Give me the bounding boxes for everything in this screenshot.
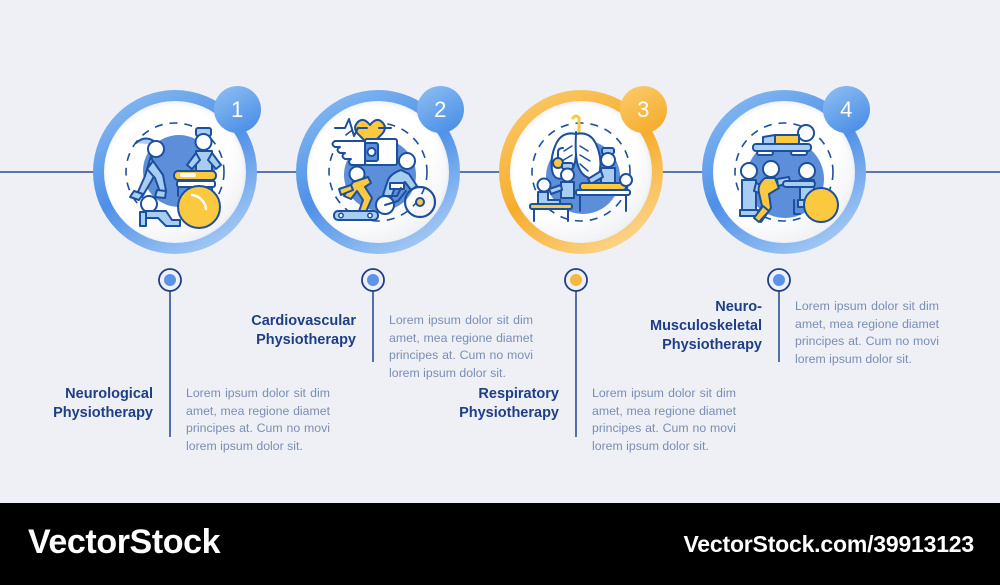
cardiovascular-therapy-icon xyxy=(328,118,437,222)
step-text-1: Neurological Physiotherapy Lorem ipsum d… xyxy=(0,385,330,456)
respiratory-therapy-icon xyxy=(529,114,633,222)
step-number-2: 2 xyxy=(434,96,447,122)
step-body-3: Lorem ipsum dolor sit dim amet, mea regi… xyxy=(592,386,736,454)
step-node-4[interactable]: 4 xyxy=(702,86,870,254)
step-text-3: Respiratory Physiotherapy Lorem ipsum do… xyxy=(396,385,736,456)
step-number-4: 4 xyxy=(840,96,853,122)
step-node-2[interactable]: 2 xyxy=(296,86,464,254)
step-node-1[interactable]: 1 xyxy=(93,86,261,254)
step-body-2: Lorem ipsum dolor sit dim amet, mea regi… xyxy=(389,313,533,381)
neurological-therapy-icon xyxy=(125,122,225,229)
vectorstock-url: VectorStock.com/39913123 xyxy=(683,531,974,557)
step-title-2: Cardiovascular Physiotherapy xyxy=(251,313,356,349)
step-badge-1: 1 xyxy=(214,86,261,133)
step-text-4: Neuro- Musculoskeletal Physiotherapy Lor… xyxy=(599,298,939,369)
infographic-canvas: 1 xyxy=(0,86,1000,456)
timeline-dot-1 xyxy=(158,268,182,292)
timeline-dot-3 xyxy=(564,268,588,292)
step-title-4: Neuro- Musculoskeletal Physiotherapy xyxy=(649,299,762,354)
step-badge-4: 4 xyxy=(823,86,870,133)
step-title-1: Neurological Physiotherapy xyxy=(53,386,153,422)
step-node-3[interactable]: 3 xyxy=(499,86,667,254)
watermark-footer: VectorStock VectorStock.com/39913123 xyxy=(0,503,1000,585)
step-badge-2: 2 xyxy=(417,86,464,133)
timeline-dot-4 xyxy=(767,268,791,292)
timeline-dot-2 xyxy=(361,268,385,292)
step-icon-container-4 xyxy=(713,101,855,243)
step-body-1: Lorem ipsum dolor sit dim amet, mea regi… xyxy=(186,386,330,454)
step-title-3: Respiratory Physiotherapy xyxy=(459,386,559,422)
neuromusculoskeletal-therapy-icon xyxy=(734,122,839,223)
step-text-2: Cardiovascular Physiotherapy Lorem ipsum… xyxy=(193,312,533,383)
step-number-3: 3 xyxy=(637,96,650,122)
step-body-4: Lorem ipsum dolor sit dim amet, mea regi… xyxy=(795,299,939,367)
vectorstock-logo: VectorStock xyxy=(28,523,221,561)
step-badge-3: 3 xyxy=(620,86,667,133)
step-number-1: 1 xyxy=(231,96,244,122)
